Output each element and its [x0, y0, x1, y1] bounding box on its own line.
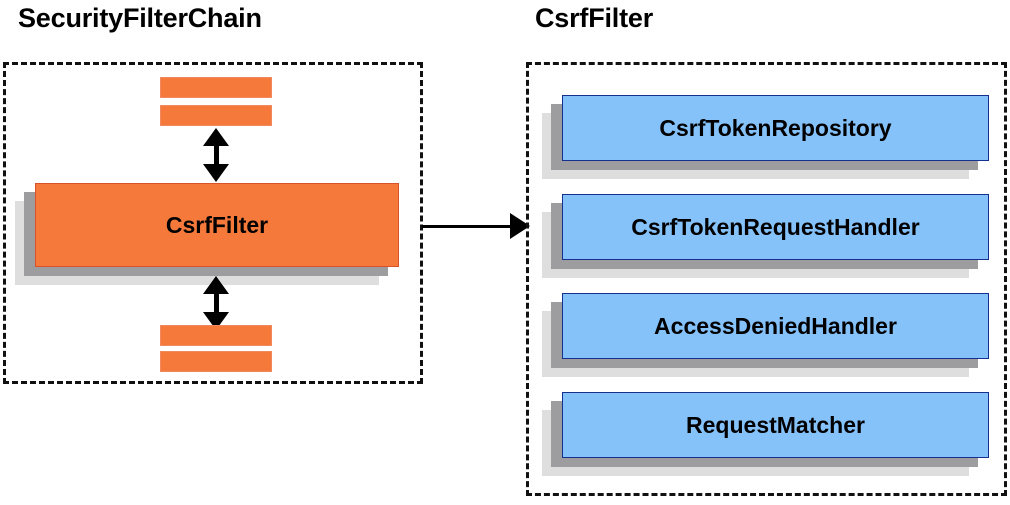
expansion-arrow-shaft	[422, 224, 512, 228]
filter-stub-bottom-1	[160, 325, 272, 346]
card-face: CsrfTokenRequestHandler	[562, 194, 989, 260]
collaborator-card-csrf-token-request-handler[interactable]: CsrfTokenRequestHandler	[542, 194, 989, 278]
collaborator-card-label: CsrfTokenRepository	[659, 114, 892, 141]
filter-stub-top-2	[160, 105, 272, 126]
group-container-security-filter-chain	[3, 62, 423, 384]
filter-stub-bottom-2	[160, 351, 272, 372]
filter-card-label: CsrfFilter	[165, 211, 269, 238]
card-face: RequestMatcher	[562, 392, 989, 458]
arrow-head-up-top	[203, 128, 229, 146]
collaborator-card-csrf-token-repository[interactable]: CsrfTokenRepository	[542, 95, 989, 179]
collaborator-card-label: RequestMatcher	[686, 411, 865, 438]
arrow-shaft-top	[213, 144, 219, 166]
collaborator-card-request-matcher[interactable]: RequestMatcher	[542, 392, 989, 476]
card-face: AccessDeniedHandler	[562, 293, 989, 359]
collaborator-card-label: CsrfTokenRequestHandler	[631, 213, 920, 240]
card-face: CsrfFilter	[35, 183, 399, 267]
filter-stub-top-1	[160, 77, 272, 98]
collaborator-card-label: AccessDeniedHandler	[654, 312, 897, 339]
expansion-arrow-head-icon	[510, 213, 530, 239]
arrow-head-up-bottom	[203, 276, 229, 294]
group-container-csrf-filter	[526, 62, 1007, 496]
arrow-head-down-top	[203, 164, 229, 182]
card-face: CsrfTokenRepository	[562, 95, 989, 161]
collaborator-card-access-denied-handler[interactable]: AccessDeniedHandler	[542, 293, 989, 377]
arrow-shaft-bottom	[213, 292, 219, 314]
filter-card-csrf-filter[interactable]: CsrfFilter	[15, 183, 399, 285]
group-title-csrf-filter: CsrfFilter	[535, 3, 654, 33]
group-title-security-filter-chain: SecurityFilterChain	[18, 3, 262, 33]
